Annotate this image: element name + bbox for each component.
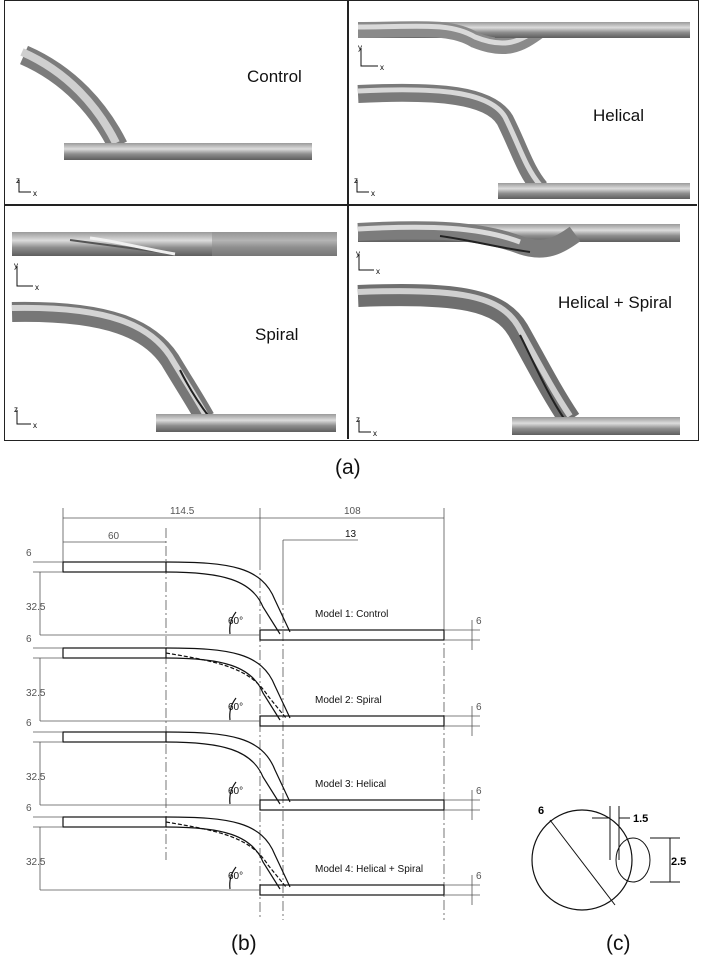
dim-6-left-2: 6 (26, 634, 32, 645)
svg-text:1.5: 1.5 (633, 813, 648, 825)
control-model-drawing (19, 45, 312, 160)
panel-a-drawings: z x y x z x y x z x (11, 21, 690, 438)
dim-32-5-4: 32.5 (26, 857, 46, 868)
dim-6-right-2: 6 (476, 702, 482, 713)
axis-x-label: x (33, 189, 37, 198)
svg-text:z: z (14, 405, 18, 414)
model-row-label-3: Model 3: Helical (315, 779, 386, 790)
figure-label-a: (a) (335, 456, 361, 479)
svg-text:y: y (358, 43, 362, 52)
label-control: Control (247, 67, 302, 86)
panel-a-grid (4, 0, 699, 441)
model-row-label-2: Model 2: Spiral (315, 695, 382, 706)
dim-6-right-4: 6 (476, 871, 482, 882)
svg-text:z: z (356, 415, 360, 424)
panel-c-drawing: 6 1.5 2.5 (531, 805, 686, 911)
svg-text:2.5: 2.5 (671, 856, 686, 868)
angle-60-1: 60° (228, 616, 243, 627)
panel-b-drawing: 114.5 108 60 13 Model 1: Control 6 32.5 6 60… (26, 506, 482, 920)
spiral-top-view (12, 232, 337, 256)
helical-spiral-top-view (357, 221, 680, 258)
dim-6-right-1: 6 (476, 616, 482, 627)
angle-60-4: 60° (228, 871, 243, 882)
model-row-label-1: Model 1: Control (315, 609, 388, 620)
svg-text:y: y (14, 261, 18, 270)
svg-text:y: y (356, 249, 360, 258)
helical-top-view (357, 21, 690, 55)
angle-60-3: 60° (228, 786, 243, 797)
svg-text:x: x (35, 283, 39, 292)
label-helical-spiral: Helical + Spiral (558, 293, 672, 312)
dim-6-right-3: 6 (476, 786, 482, 797)
dim-6-left-4: 6 (26, 803, 32, 814)
svg-text:x: x (380, 63, 384, 72)
model-row-2 (33, 647, 480, 736)
svg-text:x: x (371, 189, 375, 198)
figure-label-b: (b) (231, 932, 257, 955)
dim-32-5-3: 32.5 (26, 772, 46, 783)
helical-spiral-side-view (357, 284, 680, 435)
control-axes-indicator (18, 180, 31, 193)
axis-z-label: z (16, 176, 20, 185)
svg-text:6: 6 (538, 805, 544, 817)
angle-60-2: 60° (228, 702, 243, 713)
model-row-3 (33, 731, 480, 820)
svg-text:z: z (354, 176, 358, 185)
model-row-4 (33, 816, 480, 905)
label-helical: Helical (593, 106, 645, 125)
svg-text:13: 13 (345, 529, 357, 540)
spiral-side-view (11, 301, 336, 432)
dim-32-5-1: 32.5 (26, 602, 46, 613)
svg-text:114.5: 114.5 (170, 506, 195, 517)
dim-6-left-3: 6 (26, 718, 32, 729)
model-row-1 (33, 561, 480, 650)
svg-text:60: 60 (108, 531, 120, 542)
figure-label-c: (c) (606, 932, 631, 955)
dim-32-5-2: 32.5 (26, 688, 46, 699)
svg-text:108: 108 (344, 506, 361, 517)
svg-text:x: x (33, 421, 37, 430)
svg-text:x: x (376, 267, 380, 276)
label-spiral: Spiral (255, 325, 299, 344)
helical-side-view (357, 83, 690, 199)
svg-text:x: x (373, 429, 377, 438)
dim-6-left-1: 6 (26, 548, 32, 559)
model-row-label-4: Model 4: Helical + Spiral (315, 864, 423, 875)
